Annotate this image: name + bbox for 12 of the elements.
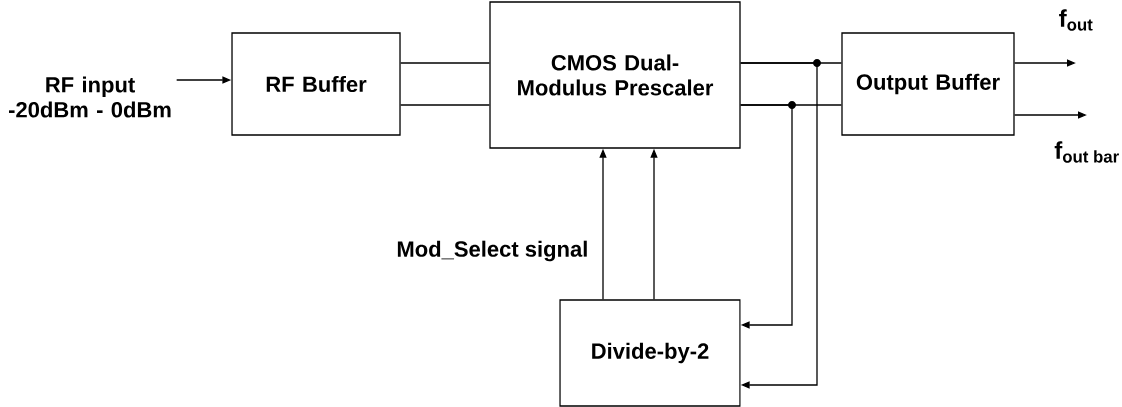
signal-label: Mod_Select signal (397, 240, 587, 262)
feedback-arrow (740, 101, 796, 329)
signal-label: RF input -20dBm - 0dBm (9, 76, 171, 118)
signal-line (400, 62, 490, 64)
signal-line (400, 104, 490, 106)
block-box: RF Buffer (231, 32, 401, 136)
signal-label: $\textbf{f}_{\text{\textbf{out bar}}}$ (1054, 141, 1119, 163)
block-box: Output Buffer (841, 32, 1015, 136)
signal-label: $\textbf{f}_{\text{\textbf{out}}}$ (1059, 9, 1093, 31)
block-box: CMOS Dual-Modulus Prescaler (489, 1, 741, 149)
feedback-arrow (740, 59, 821, 389)
block-box: Divide-by-2 (559, 299, 741, 407)
